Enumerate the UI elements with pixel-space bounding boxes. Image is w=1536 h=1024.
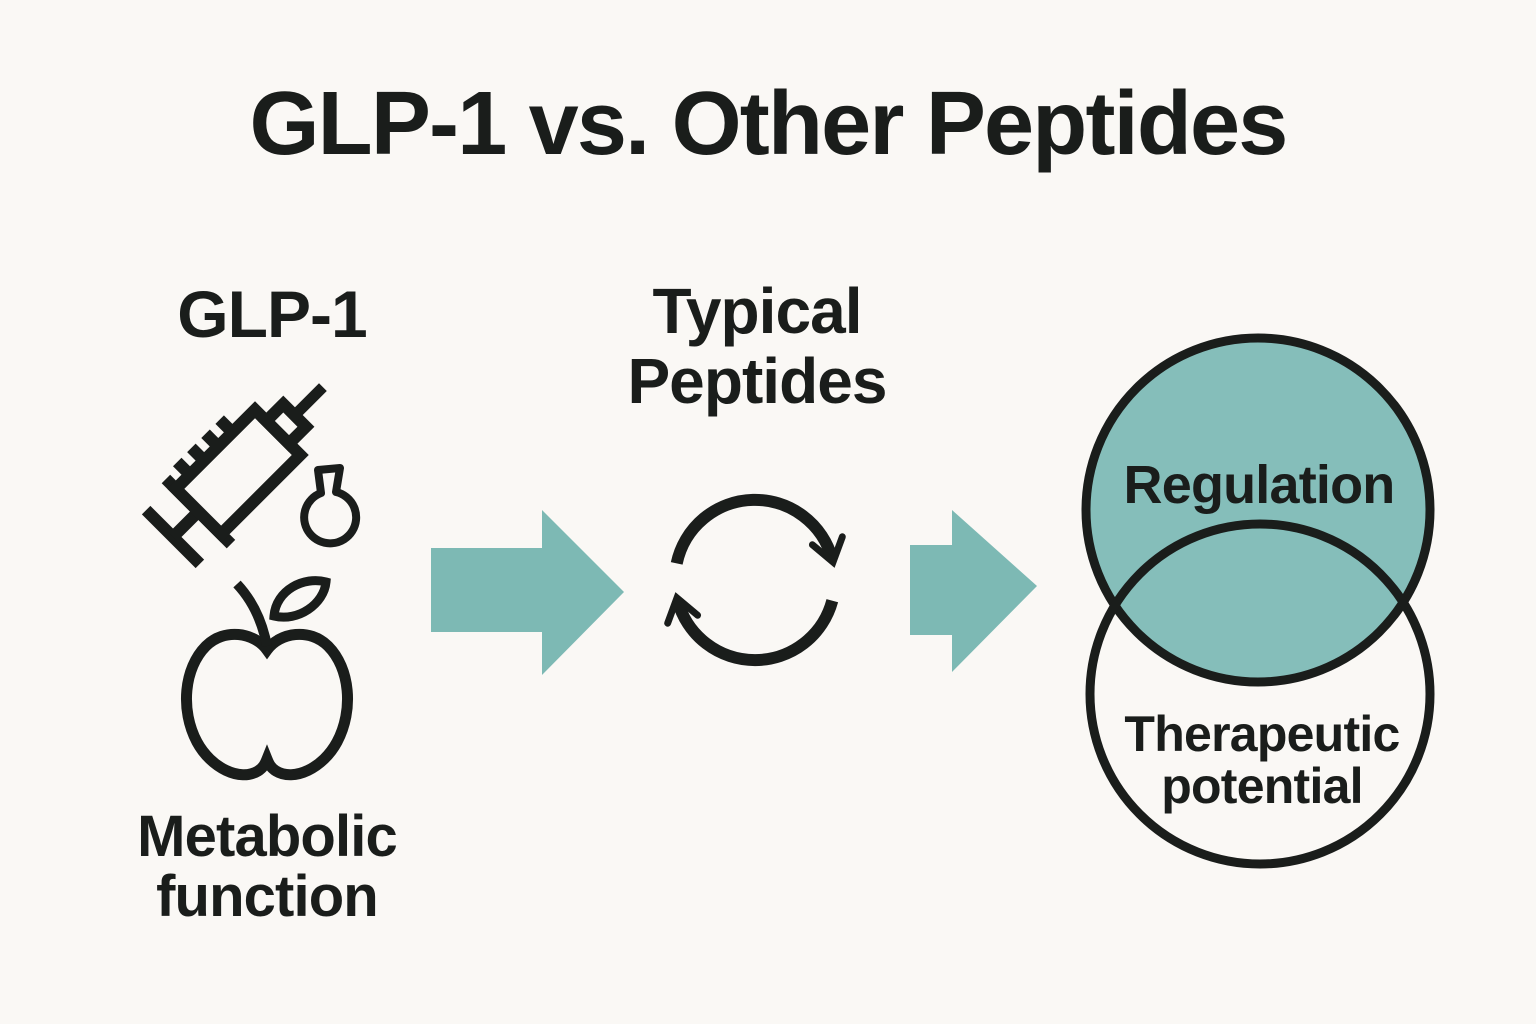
flow-arrow-1 — [431, 510, 624, 675]
caption-line-2: function — [156, 864, 379, 929]
metabolic-function-caption: Metabolic function — [67, 807, 467, 927]
flask-icon — [300, 464, 361, 548]
glp1-heading: GLP-1 — [177, 277, 367, 351]
typical-peptides-heading: Typical Peptides — [557, 276, 957, 416]
caption-line-1: Metabolic — [137, 804, 398, 869]
therapeutic-potential-label: Therapeutic potential — [1062, 708, 1462, 812]
venn-bottom-line-2: potential — [1161, 758, 1363, 814]
therapeutic-circle — [1085, 519, 1435, 869]
venn-bottom-line-1: Therapeutic — [1124, 706, 1400, 762]
regulation-circle — [1081, 333, 1435, 687]
syringe-icon — [141, 383, 327, 569]
venn-diagram — [1081, 333, 1435, 869]
heading-line-1: Typical — [652, 275, 862, 347]
page-title: GLP-1 vs. Other Peptides — [249, 74, 1288, 174]
apple-icon — [181, 576, 353, 781]
heading-line-2: Peptides — [627, 345, 887, 417]
flow-arrow-2 — [910, 510, 1037, 672]
regulation-label: Regulation — [1123, 455, 1396, 515]
cycle-arrows-icon — [664, 493, 846, 667]
